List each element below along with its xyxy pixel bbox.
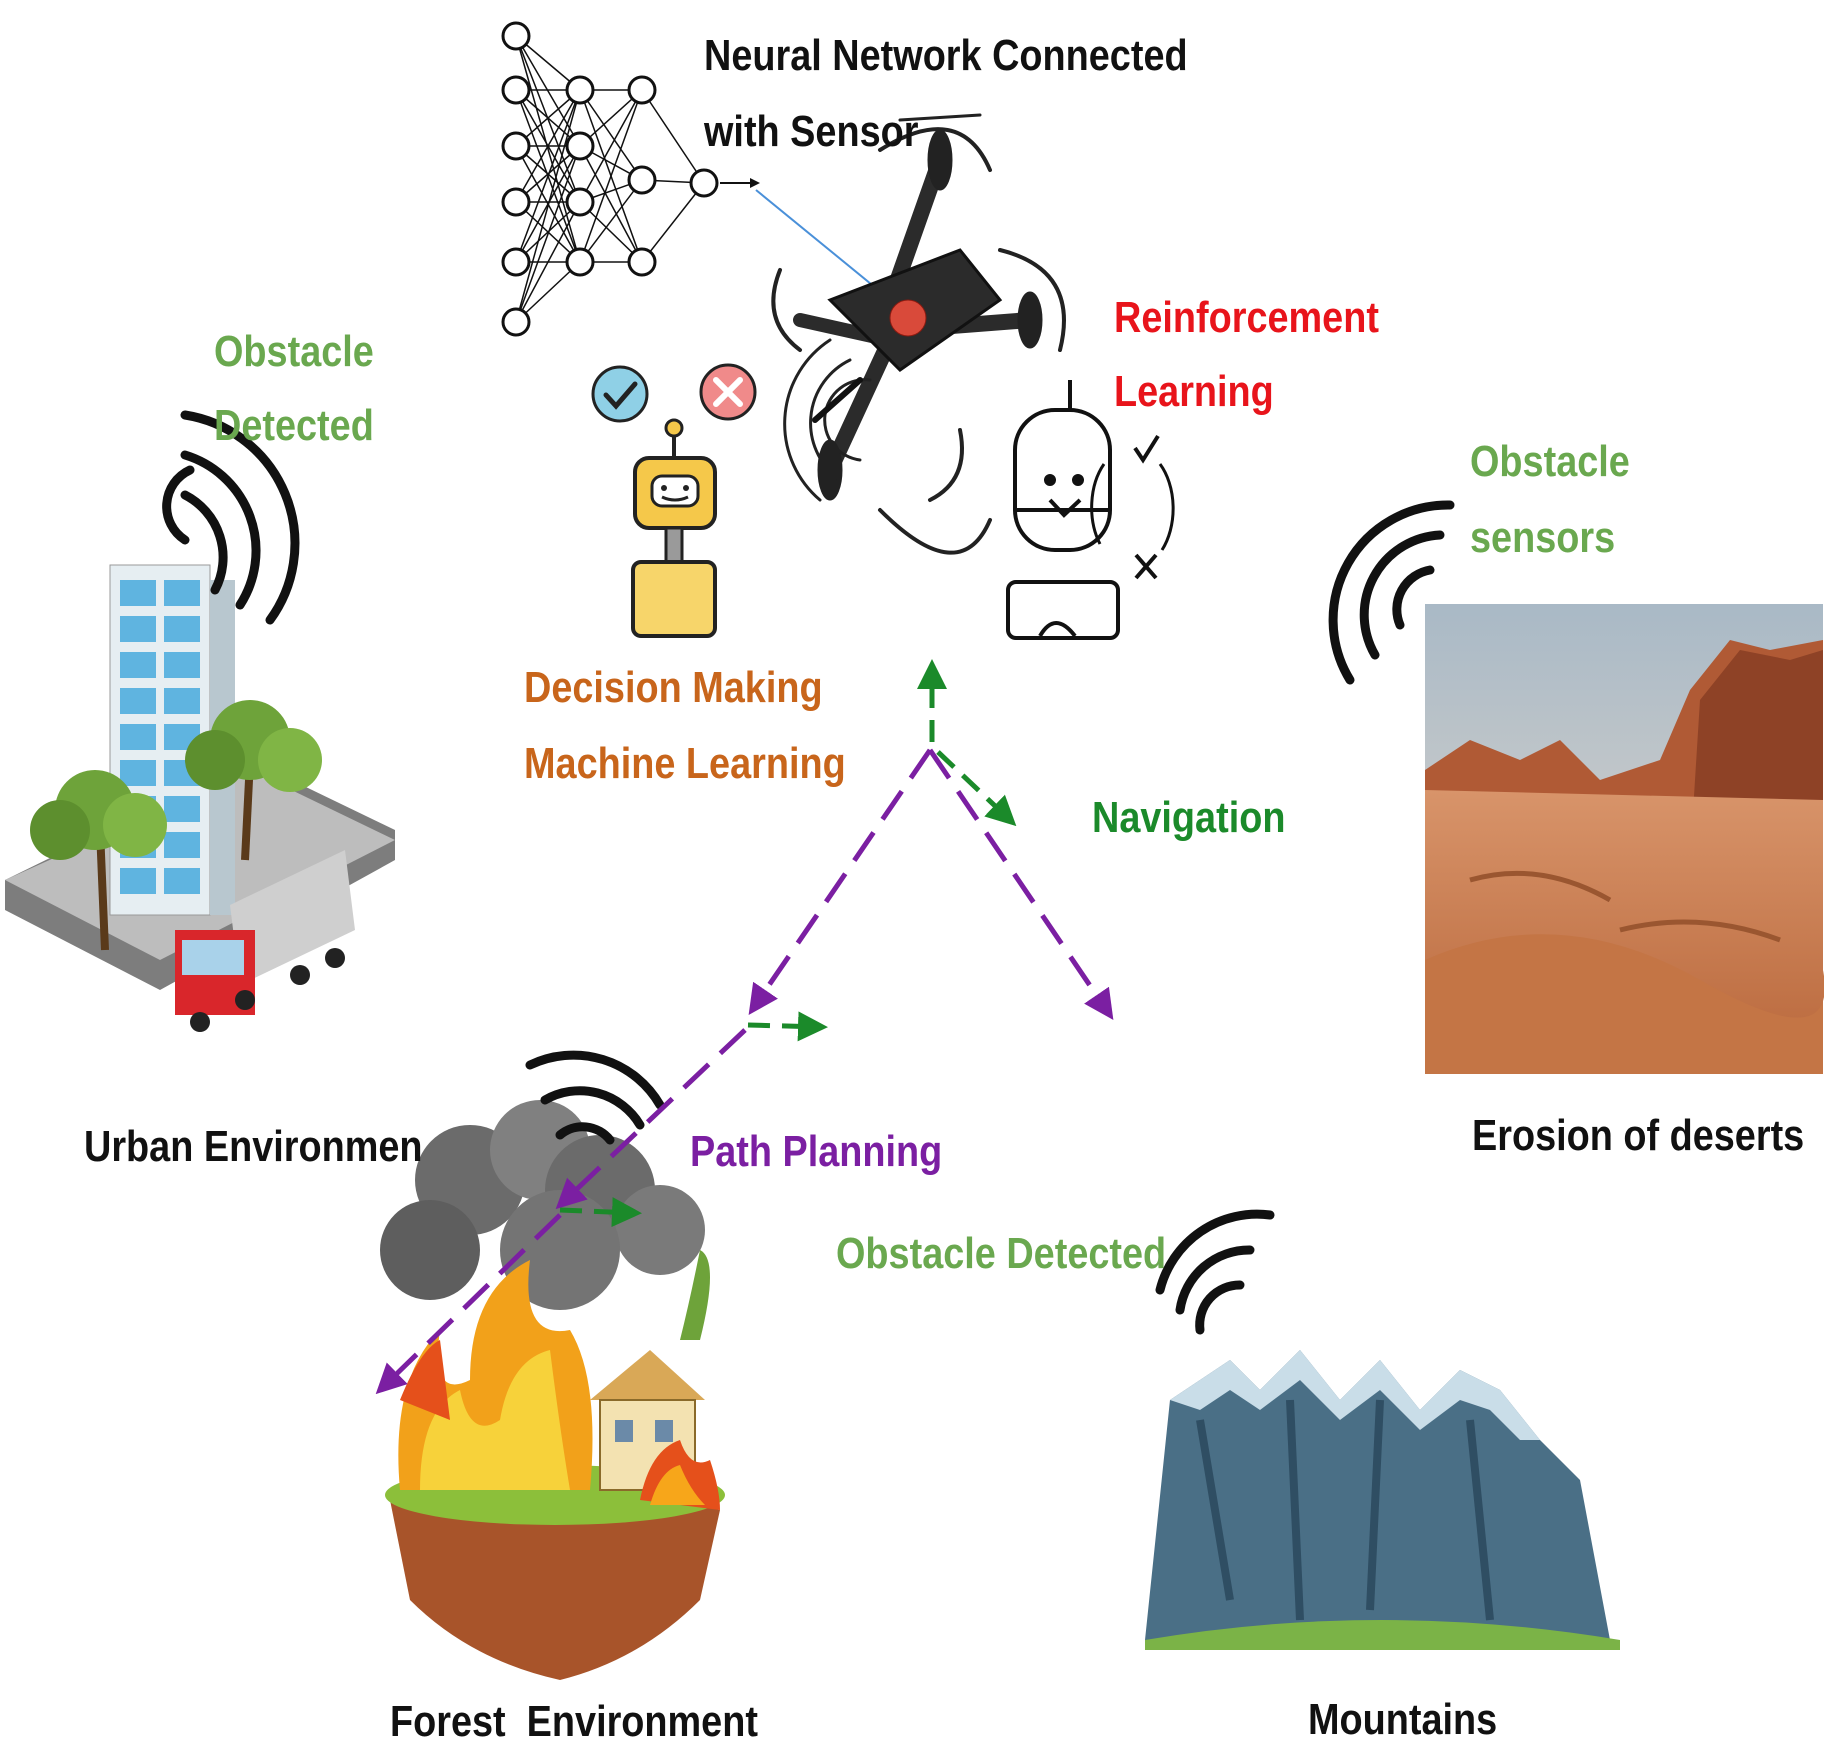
drone-icon	[771, 113, 1066, 555]
nn-node	[501, 21, 531, 51]
neural-network-label-line1: Neural Network Connected	[704, 31, 1188, 80]
building-window	[164, 832, 200, 858]
building-window	[120, 724, 156, 750]
building-window	[120, 580, 156, 606]
nn-connection	[515, 89, 581, 203]
nn-connection	[641, 89, 705, 184]
nn-node	[565, 247, 595, 277]
nn-node	[565, 75, 595, 105]
obstacle-detected-top-label-line1: Obstacle	[214, 327, 374, 376]
building-window	[120, 616, 156, 642]
nn-node	[501, 307, 531, 337]
rl-robot-icon	[1006, 380, 1175, 640]
forest-fire-icon	[380, 1100, 725, 1680]
nn-connection	[515, 145, 581, 323]
building-window	[120, 652, 156, 678]
nn-connection	[579, 145, 643, 263]
neural-network-label-line2: with Sensor	[704, 107, 919, 156]
desert-landscape-icon	[1425, 604, 1824, 1074]
path-planning-arrows	[375, 748, 1114, 1395]
robot-check-cross-icon	[591, 363, 757, 638]
signal-wave-icon	[162, 410, 1455, 1335]
reinforcement-learning-label-line1: Reinforcement	[1114, 293, 1379, 342]
nn-node	[627, 165, 657, 195]
mountains-icon	[1145, 1350, 1620, 1650]
nn-node	[627, 75, 657, 105]
navigation-arrows	[559, 659, 1017, 1228]
building-window	[164, 796, 200, 822]
building-window	[164, 688, 200, 714]
forest-environment-label: Forest Environment	[390, 1697, 758, 1746]
reinforcement-learning-label-line2: Learning	[1114, 367, 1274, 416]
desert-label: Erosion of deserts	[1472, 1111, 1805, 1160]
nn-connection	[515, 89, 581, 323]
path-planning-label: Path Planning	[690, 1127, 943, 1176]
nn-connection	[515, 35, 581, 263]
nn-connection	[579, 89, 643, 263]
building-window	[164, 580, 200, 606]
obstacle-detected-top-label-line2: Detected	[214, 401, 374, 450]
nn-node	[565, 131, 595, 161]
obstacle-detected-mid-label: Obstacle Detected	[836, 1229, 1167, 1278]
urban-environment-label: Urban Environmen	[84, 1122, 423, 1171]
nn-connection	[641, 182, 705, 263]
nn-node	[689, 168, 719, 198]
nn-node	[501, 75, 531, 105]
navigation-label: Navigation	[1092, 793, 1286, 842]
mountains-label: Mountains	[1308, 1695, 1498, 1744]
building-window	[164, 652, 200, 678]
nn-connection	[515, 89, 581, 263]
building-window	[164, 616, 200, 642]
building-window	[120, 760, 156, 786]
nn-connection	[579, 89, 643, 203]
nn-connection	[515, 201, 581, 323]
decision-making-label-line2: Machine Learning	[524, 739, 846, 788]
urban-building-icon	[5, 564, 395, 1032]
nn-connection	[579, 179, 643, 263]
nn-node	[627, 247, 657, 277]
nn-node	[565, 187, 595, 217]
building-window	[120, 688, 156, 714]
neural-network-icon	[501, 21, 760, 337]
building-window	[120, 868, 156, 894]
obstacle-sensors-label-line2: sensors	[1470, 513, 1616, 562]
nn-connection	[579, 89, 643, 181]
nn-node	[501, 187, 531, 217]
nn-node	[501, 131, 531, 161]
nn-node	[501, 247, 531, 277]
obstacle-sensors-label-line1: Obstacle	[1470, 437, 1630, 486]
building-window	[164, 868, 200, 894]
nn-connection	[515, 261, 581, 323]
decision-making-label-line1: Decision Making	[524, 663, 823, 712]
